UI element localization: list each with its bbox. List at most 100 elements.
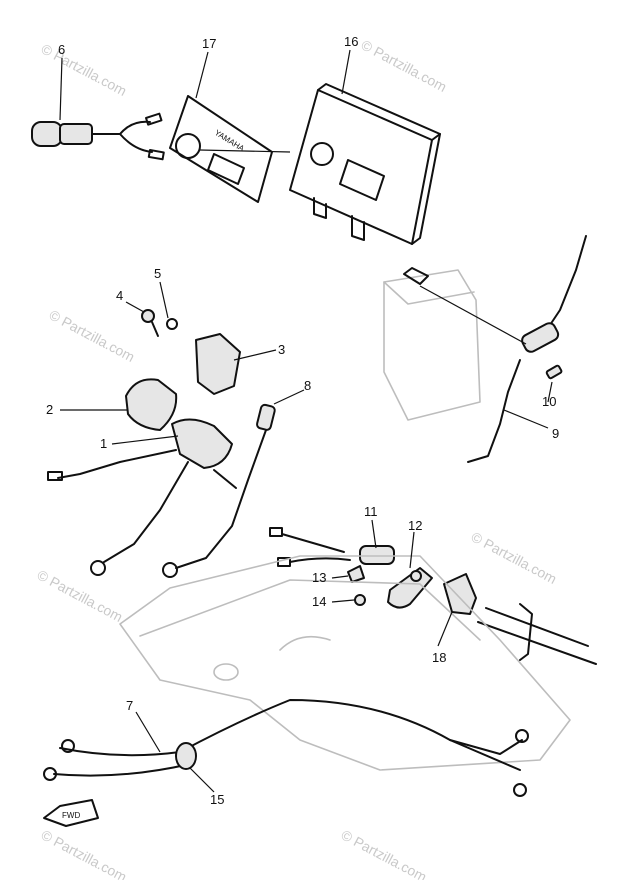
leader-lines bbox=[59, 49, 553, 793]
fuse-holder bbox=[521, 322, 560, 353]
part-12-hole bbox=[410, 570, 422, 582]
callout-1: 1 bbox=[100, 436, 107, 451]
watermark-4: © Partzilla.com bbox=[35, 567, 126, 625]
callout-2: 2 bbox=[46, 402, 53, 417]
callout-12: 12 bbox=[408, 518, 422, 533]
box-square-opening bbox=[339, 159, 385, 201]
callout-8: 8 bbox=[304, 378, 311, 393]
leader-4 bbox=[125, 301, 145, 313]
switch-body bbox=[59, 123, 93, 145]
part-3-bracket bbox=[195, 333, 241, 395]
part-15-grommet bbox=[175, 742, 197, 770]
harness-ring-b bbox=[43, 767, 57, 781]
part-13-screw bbox=[347, 565, 365, 583]
part-5-washer bbox=[166, 318, 178, 330]
leader-15 bbox=[189, 767, 215, 793]
box-top-edge bbox=[317, 83, 441, 141]
plate-hole bbox=[175, 133, 201, 159]
part-10-fuse bbox=[545, 364, 563, 380]
part-11-switch bbox=[359, 545, 395, 565]
part-16-box bbox=[199, 83, 441, 245]
lead-wire bbox=[175, 429, 267, 569]
battery-box-lid bbox=[383, 281, 475, 305]
relay-ring-terminal bbox=[90, 560, 106, 576]
cowling-grommet-hole bbox=[213, 663, 239, 681]
shift-linkage bbox=[477, 603, 597, 665]
box-foot-left bbox=[313, 197, 327, 219]
harness-lead-c bbox=[449, 739, 523, 755]
callout-9: 9 bbox=[552, 426, 559, 441]
leader-6 bbox=[59, 57, 63, 121]
lead-boot bbox=[256, 403, 276, 431]
relay-terminal-a bbox=[47, 471, 63, 481]
watermark-6: © Partzilla.com bbox=[39, 827, 130, 880]
harness-branch bbox=[53, 763, 191, 777]
part-9-battery-box bbox=[383, 235, 587, 463]
leader-8 bbox=[273, 389, 305, 405]
leader-17 bbox=[195, 51, 209, 99]
harness-ring-c bbox=[515, 729, 529, 743]
switch-wires bbox=[91, 120, 153, 153]
part-4-bolt-shank bbox=[151, 321, 159, 337]
relay-lead-a bbox=[57, 449, 177, 479]
watermark-5: © Partzilla.com bbox=[469, 529, 560, 587]
leader-5 bbox=[159, 281, 169, 319]
leader-1 bbox=[111, 435, 179, 445]
part-4-bolt-head bbox=[141, 309, 155, 323]
cowling-detail bbox=[279, 635, 331, 651]
harness-main bbox=[59, 699, 521, 771]
callout-16: 16 bbox=[344, 34, 358, 49]
leader-7 bbox=[135, 711, 161, 753]
switch-knob bbox=[31, 121, 63, 147]
cowling-outline bbox=[119, 555, 571, 771]
box-front bbox=[289, 89, 433, 245]
harness-ring-d bbox=[513, 783, 527, 797]
leader-18 bbox=[437, 611, 453, 647]
plate-outline bbox=[169, 95, 273, 203]
battery-to-fuse-line bbox=[419, 285, 527, 345]
switch-assembly bbox=[269, 527, 597, 665]
part-12-bracket bbox=[387, 567, 433, 609]
callout-11: 11 bbox=[364, 504, 378, 519]
part-7-harness bbox=[43, 699, 529, 797]
box-round-opening bbox=[310, 142, 334, 166]
box-side-edge bbox=[411, 133, 441, 245]
callout-18: 18 bbox=[432, 650, 446, 665]
battery-terminal bbox=[403, 267, 429, 285]
watermark-2: © Partzilla.com bbox=[359, 37, 450, 95]
part-11-connector-a bbox=[269, 527, 283, 537]
leader-14 bbox=[331, 599, 355, 603]
watermark-7: © Partzilla.com bbox=[339, 827, 430, 880]
leader-13 bbox=[331, 575, 349, 579]
battery-box-body bbox=[383, 269, 481, 421]
fwd-arrow-label: FWD bbox=[62, 811, 80, 820]
part-8-lead bbox=[162, 403, 276, 578]
harness-ring-a bbox=[61, 739, 75, 753]
watermark-1: © Partzilla.com bbox=[39, 41, 130, 99]
leader-10 bbox=[547, 381, 553, 403]
part-2-holder bbox=[125, 378, 178, 431]
part-11-wires bbox=[281, 533, 351, 563]
part-14-washer bbox=[354, 594, 366, 606]
plate-window bbox=[207, 153, 245, 185]
fwd-arrow-outline bbox=[43, 799, 99, 827]
part-1-relay bbox=[171, 418, 233, 469]
leader-11 bbox=[371, 519, 377, 549]
watermark-3: © Partzilla.com bbox=[47, 307, 138, 365]
leader-16 bbox=[341, 49, 351, 95]
callout-3: 3 bbox=[278, 342, 285, 357]
callout-15: 15 bbox=[210, 792, 224, 807]
relay-lead-b bbox=[103, 461, 189, 563]
fwd-arrow: FWD bbox=[43, 799, 99, 827]
lower-cowling bbox=[119, 555, 571, 771]
relay-assembly bbox=[47, 309, 241, 576]
cowling-inner-rim bbox=[139, 579, 481, 641]
callout-5: 5 bbox=[154, 266, 161, 281]
part-17-plate: YAMAHA bbox=[169, 95, 273, 203]
callout-numbers: 6 17 16 5 4 3 2 1 8 10 9 11 12 13 14 18 … bbox=[46, 34, 559, 807]
fuse-wire-bottom bbox=[467, 359, 521, 463]
callout-4: 4 bbox=[116, 288, 123, 303]
callout-10: 10 bbox=[542, 394, 556, 409]
leader-12 bbox=[409, 531, 415, 569]
